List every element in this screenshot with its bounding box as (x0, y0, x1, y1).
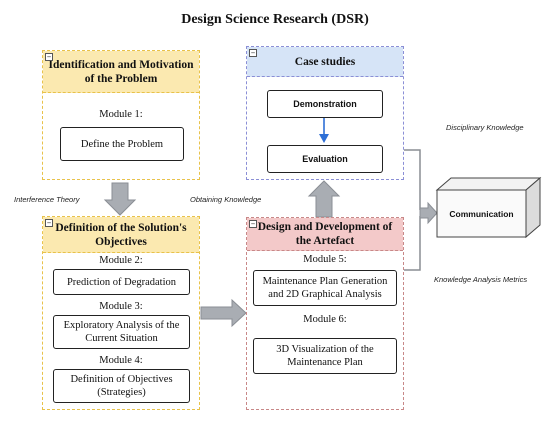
obtaining-knowledge-label: Obtaining Knowledge (190, 195, 262, 204)
collapse-icon[interactable]: − (45, 53, 53, 61)
demonstration-box: Demonstration (267, 90, 383, 118)
phase-design-title: Design and Development of the Artefact (257, 221, 393, 247)
phase-design: Design and Development of the Artefact −… (246, 217, 404, 410)
phase-case-studies: Case studies − Demonstration Evaluation (246, 46, 404, 180)
interference-theory-label: Interference Theory (14, 195, 80, 204)
module4-label: Module 4: (99, 355, 143, 366)
knowledge-analysis-metrics-label: Knowledge Analysis Metrics (434, 275, 528, 284)
phase-identification-title: Identification and Motivation of the Pro… (48, 58, 194, 85)
prediction-box: Prediction of Degradation (53, 269, 190, 295)
phase-identification: Identification and Motivation of the Pro… (42, 50, 200, 180)
arrow-design-to-case-studies (307, 180, 341, 218)
collapse-icon[interactable]: − (249, 49, 257, 57)
phase-case-studies-title: Case studies (294, 55, 356, 68)
phase-objectives-header: Definition of the Solution's Objectives (43, 217, 199, 253)
collapse-icon[interactable]: − (45, 219, 53, 227)
maintenance-plan-box: Maintenance Plan Generation and 2D Graph… (253, 270, 397, 306)
objectives-strategies-box: Definition of Objectives (Strategies) (53, 369, 190, 403)
module2-label: Module 2: (99, 255, 143, 266)
connector-design (404, 216, 421, 271)
phase-design-header: Design and Development of the Artefact (247, 218, 403, 251)
arrow-objectives-to-design (200, 298, 247, 328)
module5-label: Module 5: (303, 254, 347, 265)
diagram-title: Design Science Research (DSR) (181, 12, 369, 27)
visualization-box: 3D Visualization of the Maintenance Plan (253, 338, 397, 374)
phase-identification-header: Identification and Motivation of the Pro… (43, 51, 199, 93)
disciplinary-knowledge-label: Disciplinary Knowledge (446, 123, 524, 132)
arrow-identification-to-objectives (103, 182, 137, 216)
phase-objectives-title: Definition of the Solution's Objectives (55, 221, 187, 248)
module1-label: Module 1: (99, 109, 143, 120)
phase-case-studies-header: Case studies (247, 47, 403, 77)
arrow-to-communication (419, 201, 438, 225)
evaluation-box: Evaluation (267, 145, 383, 173)
phase-objectives: Definition of the Solution's Objectives … (42, 216, 200, 410)
exploratory-analysis-box: Exploratory Analysis of the Current Situ… (53, 315, 190, 349)
define-problem-box: Define the Problem (60, 127, 184, 161)
collapse-icon[interactable]: − (249, 220, 257, 228)
communication-label: Communication (449, 208, 514, 219)
connector-case-studies (404, 149, 421, 210)
module6-label: Module 6: (303, 314, 347, 325)
communication-box-shape (435, 176, 542, 239)
module3-label: Module 3: (99, 301, 143, 312)
